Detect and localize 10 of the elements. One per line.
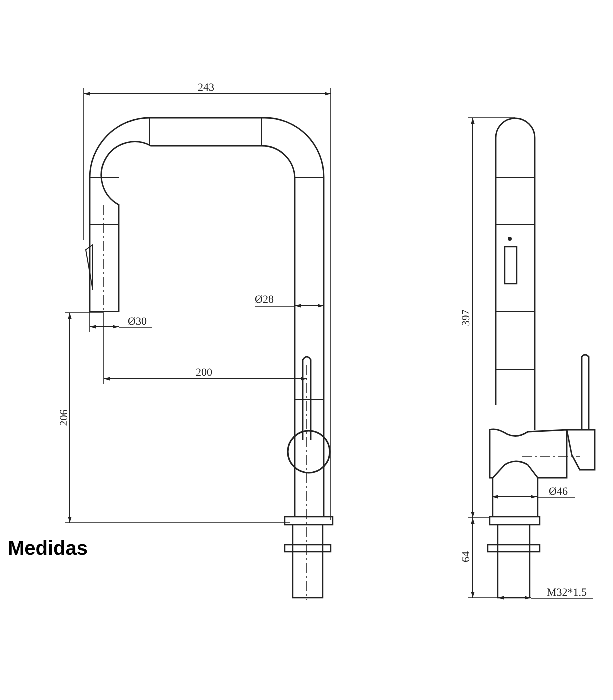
dimension-label: Ø28 [255,294,274,306]
thread-label: M32*1.5 [547,587,588,599]
dimension-label: Ø46 [549,486,568,498]
caption-text: Medidas [8,538,88,560]
dimension-label: Ø30 [128,316,147,328]
dimension-label: 397 [460,310,472,326]
dimension-label: 206 [58,410,70,426]
dimension-label: 64 [460,552,472,562]
dimension-label: 200 [196,367,212,379]
dimension-label: 243 [198,82,214,94]
